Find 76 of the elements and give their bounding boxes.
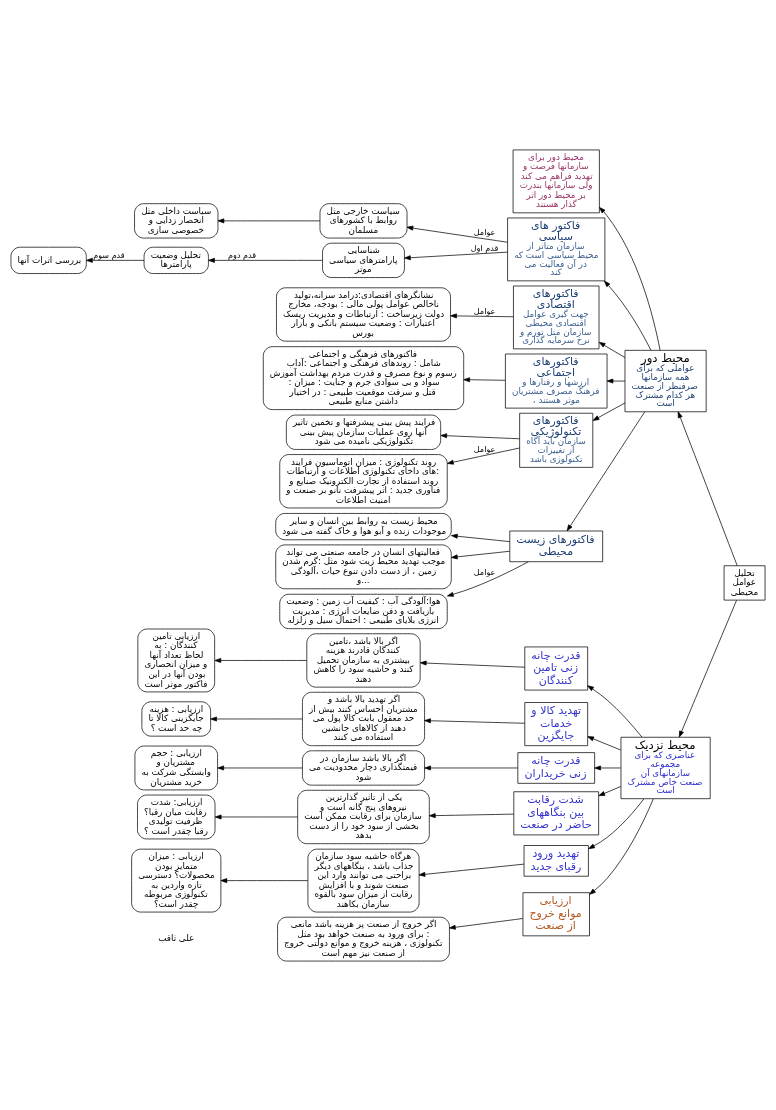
- node-box: شدت رقابت بین بنگاههای حاضر در صنعت: [513, 790, 599, 835]
- node-box: سیاست داخلی مثل انحصار زدایی و خصوصی سازی: [134, 202, 219, 238]
- node-box: ارزیابی : حجم مشتریان و وابستگی شرکت به خرید مشتریان: [134, 745, 218, 790]
- node-box: قدرت چانه زنی خریداران: [517, 751, 595, 784]
- arrow: [599, 206, 661, 351]
- arrow: [587, 684, 643, 737]
- node-box: فاکتورهای زیست محیطی: [509, 530, 604, 562]
- arrow: [606, 378, 626, 383]
- node-box: ارزیابی : میزان متمایز بودن محصولات؟ دسترسی تازه واردین به تکنولوژی مربوطه چقدر است؟: [131, 848, 222, 912]
- node-box: فاکتورهای اقتصادی جهت گیری عوامل اقتصادی محیطی سازمان مثل تورم و نرخ سرمایه گذاری: [513, 285, 600, 349]
- label: علی ثاقب: [158, 932, 195, 943]
- node-box: فعالیتهای انسان در جامعه صنعتی می تواند موجب تهدید محیط زیت شود مثل :گرم شدن زمین ، از دست دادن تنوع حیات ،آلودگی و...: [275, 544, 452, 589]
- arrow: [451, 550, 511, 559]
- arrow: [449, 917, 524, 930]
- arrow: [598, 785, 621, 796]
- node-box: محیط نزدیک عناصری که برای مجموعه سازمانهای آن صنعت خاص مشترک است: [620, 736, 711, 799]
- arrow: [451, 533, 511, 542]
- node-box: سیاست خارجی مثل روابط با کشورهای مسلمان: [319, 202, 408, 238]
- node-box: ارزیابی موانع خروج از صنعت: [522, 891, 590, 936]
- arrow: [86, 257, 145, 263]
- node-box: محیط دور برای سازمانها فرصت و تهدید فراهم می کند ولی سازمانها بندرت بر محیط دور اثر گذار هستند: [512, 149, 600, 213]
- arrow: [450, 313, 514, 318]
- arrow: [424, 765, 519, 770]
- arrow: [208, 257, 323, 263]
- node-box: اگر بالا باشد ،تامین کنندگان قادرند هزینه بیشتری به سازمان تحمیل کنند و حاشیه سود را کاهش دهند: [306, 632, 421, 688]
- arrow: [677, 411, 738, 566]
- node-box: روند تکنولوژی : میزان اتوماسیون فرایند های داخای تکنولوژی اطلاعات و ارتباطات: روند استفاده از تجارت الکترونیک صنایع و فناوری جدید : اثر پیشرفت نانو بر صنعت و امنیت اطلاعات: [279, 453, 448, 508]
- arrow: [440, 432, 520, 439]
- arrow: [447, 560, 529, 597]
- arrow: [220, 877, 309, 883]
- node-box: اگر بالا باشد سازمان در قیمتگذاری دچار محدودیت می شود: [302, 749, 425, 786]
- arrow: [604, 280, 652, 351]
- arrow: [588, 798, 645, 849]
- arrow: [210, 716, 303, 721]
- node-box: نشانگرهای اقتصادی:درامد سرانه،تولید ناخالص عوامل پولی مالی : بودجه، مخارج دولت زیرساخت : ارتباطات و مدیریت ریسک اعتبارات : وضعیت سیستم بانکی و بازار بورس: [276, 286, 451, 342]
- node-box: محیط زیست به روابط بین انسان و سایر موجودات زنده و آبو هوا و خاک گفته می شود: [275, 512, 452, 540]
- arrow: [217, 765, 303, 770]
- arrow: [463, 376, 506, 382]
- arrow: [406, 225, 508, 243]
- arrow: [598, 341, 626, 358]
- arrow: [418, 863, 525, 877]
- node-box: تهدید کالا و خدمات جایگزین: [524, 701, 589, 746]
- arrow: [587, 735, 621, 750]
- node-box: فاکتور های سیاسی سازمان متاثر از محیط سیاسی است که در آن فعالیت می کند: [507, 217, 606, 281]
- node-box: بررسی اثرات آنها: [10, 246, 87, 274]
- arrow: [589, 798, 654, 895]
- arrow: [566, 411, 646, 531]
- arrow: [424, 717, 526, 724]
- arrow: [214, 814, 298, 819]
- node-box: محیط دور عواملی که برای همه سازمانها صرفنظر از صنعت هر کدام مشترک است: [624, 349, 707, 412]
- node-box: ارزیابی تامین کنندگان : به لحاظ تعداد آنها و میزان انحصاری بودن آنها در این فاکتور موثر است: [137, 628, 215, 692]
- arrow: [447, 447, 520, 465]
- node-box: ارزیابی: شدت رقابت میان رقبا؟ ظرفیت تولیدی رقبا چقدر است ؟: [137, 794, 216, 839]
- node-box: تحلیل عوامل محیطی: [723, 564, 766, 600]
- arrow: [404, 251, 508, 260]
- arrow: [214, 657, 308, 663]
- arrow: [592, 402, 626, 421]
- node-box: فاکتورهای فرهنگی و اجتماعی شامل : روندهای فرهنگی و اجتماعی :آداب رسوم و نوع مصرف و قدرت مردم بهداشت آموزش : سواد و بی سوادی جرم و جنایت : میزان قتل و سرقت موقعیت طبیعی : در اختیار داشتن منابع طبیعی: [262, 345, 465, 410]
- node-box: اگر خروج از صنعت پر هزینه باشد مانعی برای ورود به صنعت خواهد بود مثل : تکنولوژی ، هزینه خروج و موانع دولتی خروج از صنعت نیز مهم است: [277, 916, 450, 961]
- node-box: تهدید ورود رقبای جدید: [523, 844, 589, 877]
- node-box: هرگاه حاشیه سود سازمان جذاب باشد ، بنگاههای دیگر براحتی می توانند وارد این صنعت شوند و با افزایش رقابت از میزان سود بالقوه سازمان بکاهند: [307, 848, 420, 912]
- node-box: ارزیابی : هزینه جایگزینی کالا تا چه حد است ؟: [141, 700, 211, 737]
- node-box: فاکتورهای تکنولوژیکی سازمان باید آگاه از تغییرات تکنولوژی باشد: [519, 412, 594, 468]
- node-box: فاکتورهای اجتماعی ارزشها و رفتارها و فرهنگ مصرف مشتریان ، موثر هستند: [505, 353, 608, 408]
- arrow: [217, 217, 321, 223]
- node-box: هوا:آلودگی آب : کیفیت آب زمین : وضعیت بازیافت و دفن ضایعات انرژی : مدیریت انرژی بلایای طبیعی : احتمال سیل و زلزله: [279, 593, 448, 629]
- arrow: [678, 599, 737, 737]
- node-box: تحلیل وضعیت پارامترها: [143, 246, 209, 274]
- arrow: [594, 765, 621, 770]
- node-box: قدرت چانه زنی تامین کنندگان: [524, 646, 589, 690]
- node-box: اگر تهدید بالا باشد و مشتریان احساس کنند بیش از حد معقول بابت کالا پول می دهند از کالاهای جانشین استفاده می کنند: [302, 691, 425, 746]
- arrow: [429, 812, 515, 818]
- node-box: فرایند پیش بینی پیشرفتها و تخمین تاثیر آنها روی عملیات سازمان پیش بینی تکنولوژیکی نامیده می شود: [285, 414, 442, 450]
- node-box: شناسایی پارامترهای سیاسی موثر: [322, 242, 405, 278]
- arrow: [419, 660, 526, 668]
- node-box: یکی از تاثیر گذارترین نیروهای پنج گانه است و سازمان برای رقابت ممکن است بخشی از سود خود را از دست بدهد: [297, 789, 430, 844]
